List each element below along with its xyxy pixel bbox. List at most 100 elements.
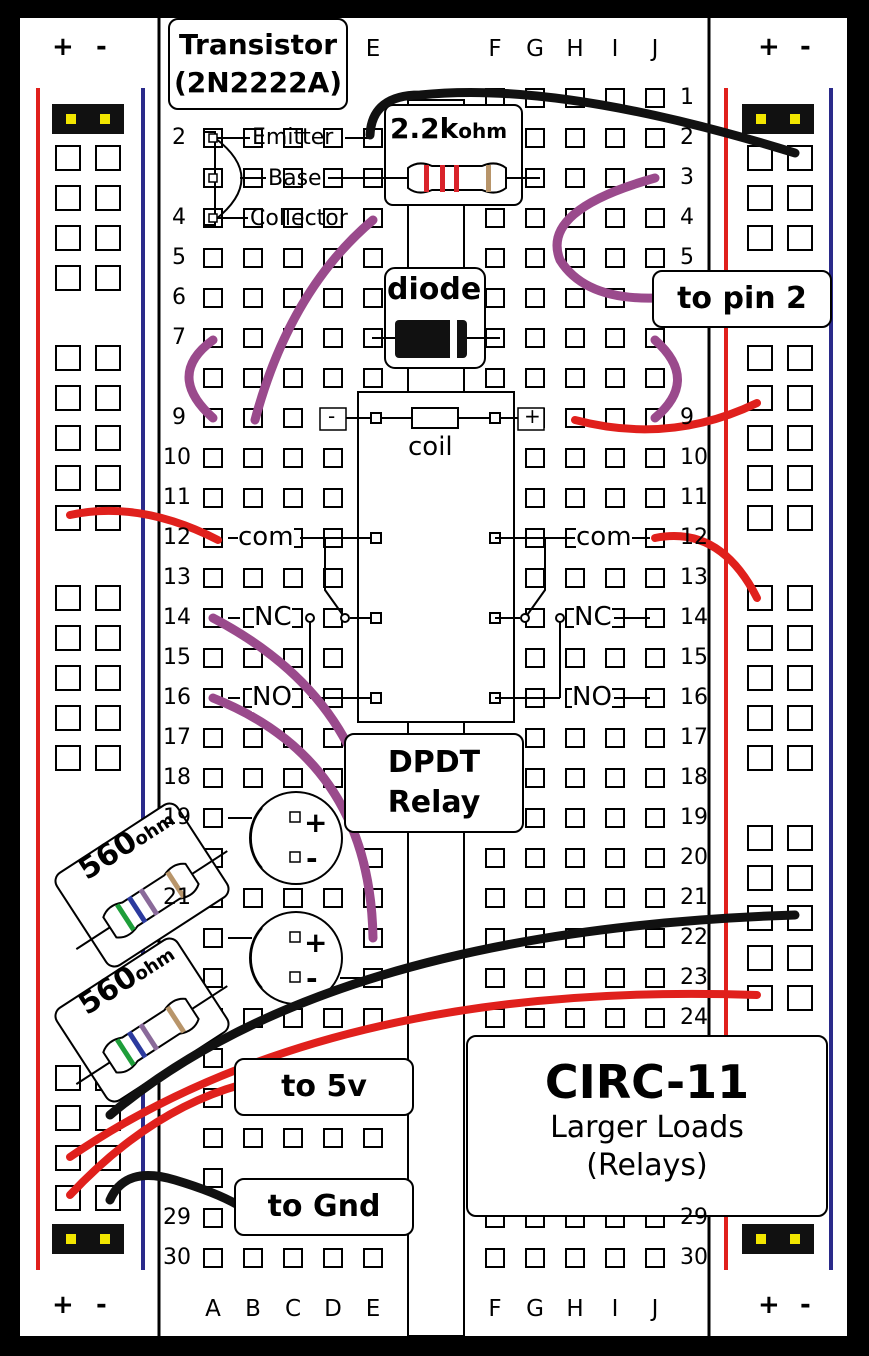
rail-minus-top-left: -	[96, 32, 107, 62]
rail-connector-pin	[100, 114, 110, 124]
hole	[565, 968, 585, 988]
diode-symbol	[372, 267, 500, 369]
hole	[525, 968, 545, 988]
row-label-right: 20	[680, 845, 708, 870]
wire-purple-no-led2	[208, 693, 378, 943]
rail-hole	[747, 345, 773, 371]
hole	[323, 368, 343, 388]
hole	[243, 328, 263, 348]
collector-label: Collector	[250, 206, 348, 231]
column-label: E	[365, 36, 381, 62]
rail-connector-pin	[790, 1234, 800, 1244]
hole	[645, 128, 665, 148]
no-right-label: NO	[572, 682, 612, 712]
rail-hole	[55, 665, 81, 691]
band-4	[486, 165, 491, 192]
hole	[525, 1008, 545, 1028]
hole	[525, 128, 545, 148]
rail-hole	[55, 385, 81, 411]
rail-hole	[55, 585, 81, 611]
relay-pin	[370, 692, 382, 704]
column-label: I	[611, 1296, 619, 1322]
hole	[283, 208, 303, 228]
hole	[565, 808, 585, 828]
row-label-left: 19	[163, 805, 191, 830]
hole	[203, 248, 223, 268]
hole	[605, 768, 625, 788]
row-label-right: 4	[680, 205, 694, 230]
hole	[525, 728, 545, 748]
hole	[203, 648, 223, 668]
to-pin2-label: to pin 2	[652, 270, 832, 328]
to-gnd-label: to Gnd	[234, 1178, 414, 1236]
hole	[645, 888, 665, 908]
band-1	[424, 165, 429, 192]
rail-hole	[787, 625, 813, 651]
wire-purple-collector	[250, 215, 378, 425]
hole	[323, 1248, 343, 1268]
hole	[485, 968, 505, 988]
column-label: F	[488, 36, 502, 62]
hole	[605, 128, 625, 148]
relay-label-box: DPDT Relay	[344, 733, 524, 833]
row-label-right: 16	[680, 685, 708, 710]
hole	[565, 288, 585, 308]
led2-minus: -	[306, 962, 318, 995]
row-label-right: 2	[680, 125, 694, 150]
hole	[203, 368, 223, 388]
row-label-right: 12	[680, 525, 708, 550]
hole	[203, 1248, 223, 1268]
hole	[645, 1248, 665, 1268]
column-label: G	[526, 36, 544, 62]
hole	[203, 768, 223, 788]
hole	[203, 568, 223, 588]
hole	[485, 248, 505, 268]
rail-plus-top-right: +	[758, 32, 780, 62]
column-label: H	[566, 36, 584, 62]
column-label: J	[651, 36, 659, 62]
row-label-right: 9	[680, 405, 694, 430]
hole	[283, 488, 303, 508]
hole	[565, 648, 585, 668]
hole	[645, 208, 665, 228]
hole	[605, 808, 625, 828]
nc-right-label: NC	[574, 602, 612, 632]
rail-hole	[95, 265, 121, 291]
hole	[605, 248, 625, 268]
circuit-subtitle-2: (Relays)	[586, 1148, 708, 1183]
row-label-right: 23	[680, 965, 708, 990]
hole	[243, 488, 263, 508]
hole	[645, 808, 665, 828]
rail-plus-bottom-left: +	[52, 1290, 74, 1320]
hole	[203, 1128, 223, 1148]
hole	[645, 968, 665, 988]
rail-hole	[55, 705, 81, 731]
hole	[323, 568, 343, 588]
rail-hole	[787, 585, 813, 611]
hole	[605, 728, 625, 748]
row-label-right: 22	[680, 925, 708, 950]
hole	[203, 1208, 223, 1228]
column-label: J	[651, 1296, 659, 1322]
rail-hole	[747, 865, 773, 891]
rail-hole	[747, 145, 773, 171]
relay-pin	[370, 412, 382, 424]
rail-hole	[95, 705, 121, 731]
hole	[525, 368, 545, 388]
wires	[66, 87, 800, 1210]
wire-red-com-left	[66, 506, 222, 544]
emitter-label: Emitter	[252, 125, 334, 150]
row-label-left: 15	[163, 645, 191, 670]
hole	[243, 248, 263, 268]
rail-hole	[55, 265, 81, 291]
rail-hole	[787, 185, 813, 211]
row-label-left: 21	[163, 885, 191, 910]
row-label-right: 17	[680, 725, 708, 750]
rail-hole	[787, 825, 813, 851]
band-2	[440, 165, 445, 192]
row-label-right: 5	[680, 245, 694, 270]
row-label-right: 10	[680, 445, 708, 470]
row-label-left: 16	[163, 685, 191, 710]
